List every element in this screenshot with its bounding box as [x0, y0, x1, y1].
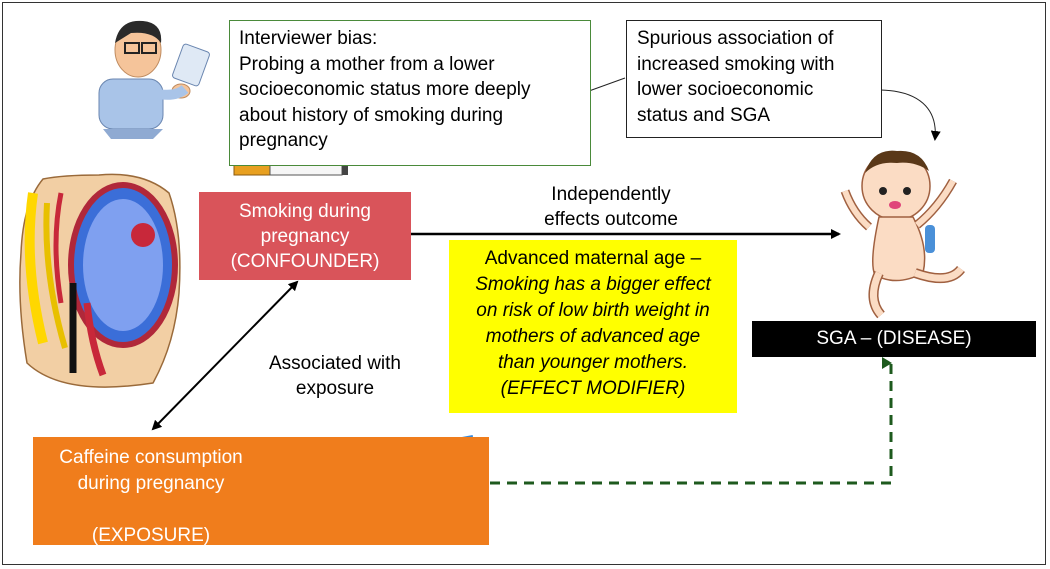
confounder-line: pregnancy [260, 226, 350, 247]
spurious-line: Spurious association of [637, 28, 834, 49]
exposure-disease-dashed-arrow [490, 357, 893, 485]
modifier-title: Advanced maternal age – [484, 248, 702, 269]
exposure-line: during pregnancy [77, 473, 225, 494]
effect-modifier-box: Advanced maternal age – Smoking has a bi… [449, 240, 737, 413]
interviewer-bias-line: Probing a mother from a lower [239, 53, 495, 75]
spurious-association-box: Spurious association of increased smokin… [626, 20, 882, 138]
confounder-label: (CONFOUNDER) [230, 251, 380, 272]
confounder-box: Smoking during pregnancy (CONFOUNDER) [199, 192, 411, 280]
exposure-box: Caffeine consumption during pregnancy (E… [33, 437, 489, 546]
spurious-link-arrow [588, 77, 626, 92]
spurious-to-baby-arrow [880, 89, 941, 141]
exposure-line: Caffeine consumption [59, 447, 243, 468]
association-arrow [151, 280, 299, 431]
independent-effect-line: effects outcome [544, 209, 678, 230]
spurious-line: increased smoking with [637, 53, 835, 75]
baby-icon [840, 150, 965, 319]
doctor-clipboard-icon [98, 20, 210, 139]
associated-with-exposure-label: Associated with exposure [249, 351, 421, 401]
spurious-line: status and SGA [637, 104, 771, 126]
connector-layer [151, 77, 941, 485]
associated-line: exposure [295, 378, 375, 399]
interviewer-bias-box: Interviewer bias: Probing a mother from … [229, 20, 591, 166]
interviewer-bias-line: pregnancy [239, 130, 328, 151]
confounder-line: Smoking during [238, 201, 372, 222]
interviewer-bias-line: about history of smoking during [239, 104, 504, 126]
modifier-line: Smoking has a bigger effect [475, 274, 711, 295]
interviewer-bias-title: Interviewer bias: [239, 28, 378, 49]
exposure-label: (EXPOSURE) [91, 525, 211, 546]
spurious-line: lower socioeconomic [637, 79, 814, 100]
modifier-line: on risk of low birth weight in [476, 300, 710, 321]
independent-effect-line: Independently [551, 184, 671, 205]
disease-box: SGA – (DISEASE) [752, 321, 1036, 357]
interviewer-bias-line: socioeconomic status more deeply [239, 79, 531, 100]
modifier-line: than younger mothers. [497, 352, 689, 373]
independent-effect-label: Independently effects outcome [515, 182, 707, 232]
modifier-line: mothers of advanced age [485, 326, 701, 347]
associated-line: Associated with [268, 353, 401, 374]
modifier-label: (EFFECT MODIFIER) [500, 378, 686, 399]
pregnancy-anatomy-icon [19, 173, 181, 388]
